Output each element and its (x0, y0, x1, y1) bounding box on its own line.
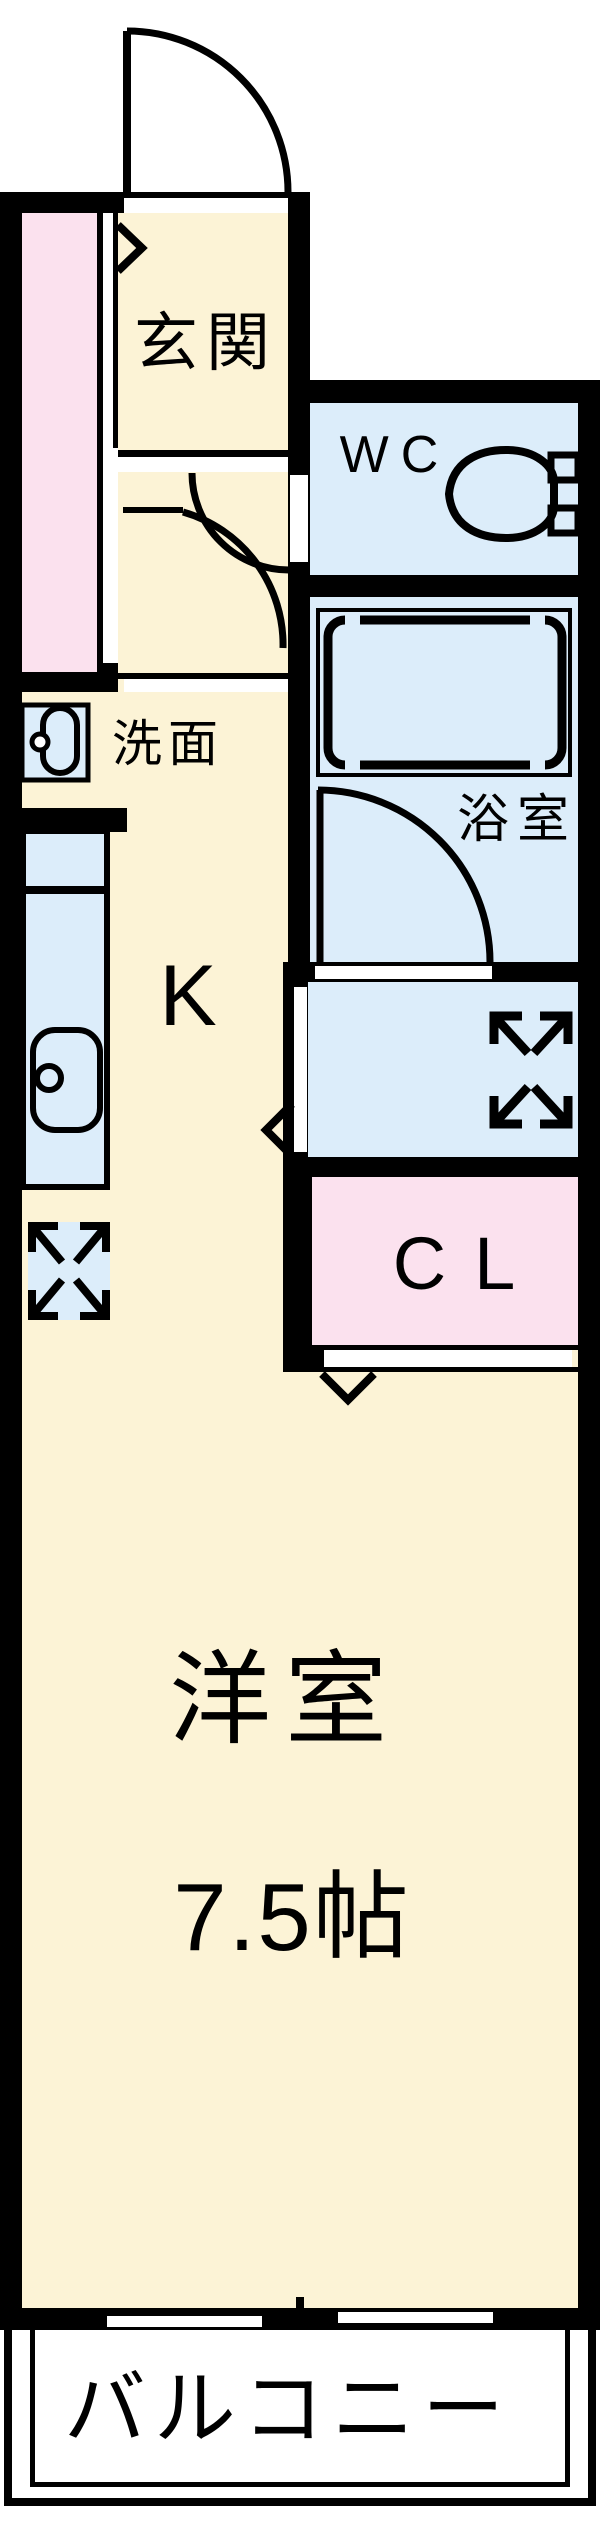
kitchen-sink-icon (30, 1027, 103, 1133)
label-balcony: バルコニー (63, 2364, 513, 2455)
wall-top-left (0, 192, 124, 213)
room-closet (312, 1177, 578, 1345)
toilet-icon (444, 445, 582, 543)
washer-place-icon (489, 1011, 573, 1129)
hall-door-arcs (123, 472, 291, 649)
label-bathroom: 浴室 (456, 791, 578, 849)
label-kitchen: K (159, 948, 217, 1044)
opening-genkan-step (118, 457, 288, 472)
room-wc (310, 403, 578, 575)
wall-right-outer (578, 380, 600, 2330)
wall-laundry-bottom (283, 1157, 600, 1177)
opening-wc-door (290, 475, 308, 562)
opening-window-left (107, 2316, 262, 2327)
pink-strip (22, 213, 97, 672)
genkan-step-line (118, 450, 288, 457)
label-genkan: 玄関 (134, 307, 278, 379)
opening-bath-door (315, 966, 492, 979)
window-center-tick (296, 2297, 304, 2343)
wall-left-outer (0, 192, 22, 2330)
wall-closet-door-line-top (312, 1345, 578, 1350)
bathtub-icon (316, 608, 572, 777)
wall-closet-corner-chunk (312, 1345, 324, 1372)
room-bathroom (310, 597, 578, 962)
entrance-door-icon (123, 27, 292, 193)
outside-mask-top-right (310, 192, 600, 380)
opening-chevron-genkan (115, 222, 148, 274)
label-western-room-size: 7.5帖 (173, 1864, 411, 1971)
label-wc: WC (339, 426, 451, 484)
kitchen-counter-divider (26, 886, 104, 894)
opening-entrance (124, 198, 288, 213)
wall-wc-bath-divider (288, 575, 578, 597)
opening-washroom (124, 679, 288, 692)
fridge-place-icon (28, 1222, 110, 1320)
label-western-room: 洋室 (169, 1643, 401, 1757)
bathroom-door-icon (316, 786, 494, 963)
balcony-inner-border (30, 2330, 570, 2487)
wall-closet-left (283, 1177, 312, 1372)
opening-closet-door (324, 1350, 572, 1367)
washbasin-icon (19, 702, 91, 783)
wall-wc-top (290, 380, 600, 403)
label-closet: CL (392, 1222, 544, 1305)
opening-laundry (294, 987, 307, 1152)
opening-chevron-closet (319, 1371, 377, 1406)
genkan-left-line (113, 213, 118, 448)
opening-window-right (338, 2312, 493, 2323)
opening-chevron-laundry (260, 1101, 295, 1159)
wall-closet-door-line-bottom (312, 1367, 578, 1372)
hall-washroom-line (118, 673, 288, 679)
room-laundry (308, 982, 578, 1157)
hall-washroom-chunk (97, 663, 118, 692)
label-washroom: 洗面 (112, 716, 224, 772)
entrance-threshold-line (124, 192, 288, 198)
